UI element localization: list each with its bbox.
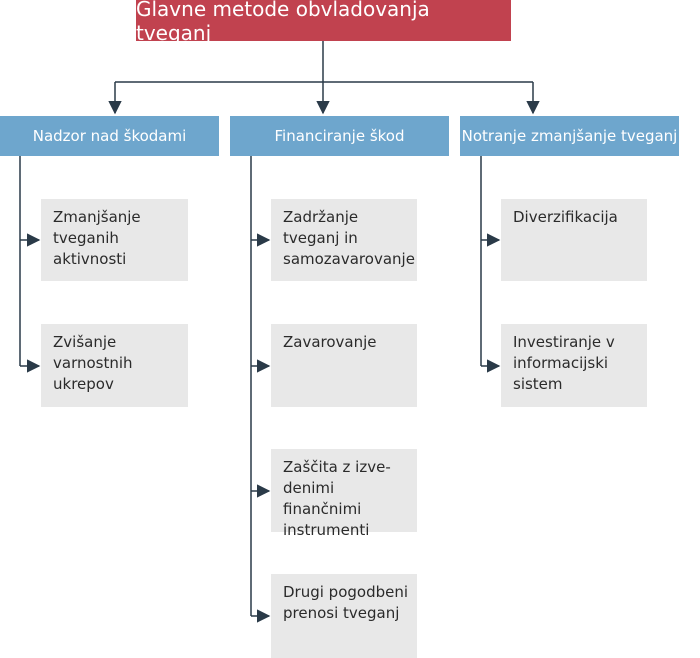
category-node-internal-reduction: Notranje zmanjšanje tveganj: [460, 116, 679, 156]
item-node: Zadržanje tveganj in samozavarovanje: [271, 199, 417, 281]
item-node: Investiranje v informacijski sistem: [501, 324, 647, 407]
item-node: Drugi pogodbeni prenosi tveganj: [271, 574, 417, 658]
category-node-loss-financing: Financiranje škod: [230, 116, 449, 156]
item-node: Zaščita z izve-denimi finančnimi instrum…: [271, 449, 417, 539]
item-node: Zavarovanje: [271, 324, 417, 407]
category-node-loss-control: Nadzor nad škodami: [0, 116, 219, 156]
root-node: Glavne metode obvladovanja tveganj: [136, 0, 511, 45]
item-node: Zmanjšanje tveganih aktivnosti: [41, 199, 188, 281]
item-node: Zvišanje varnostnih ukrepov: [41, 324, 188, 407]
item-node: Diverzifikacija: [501, 199, 647, 281]
